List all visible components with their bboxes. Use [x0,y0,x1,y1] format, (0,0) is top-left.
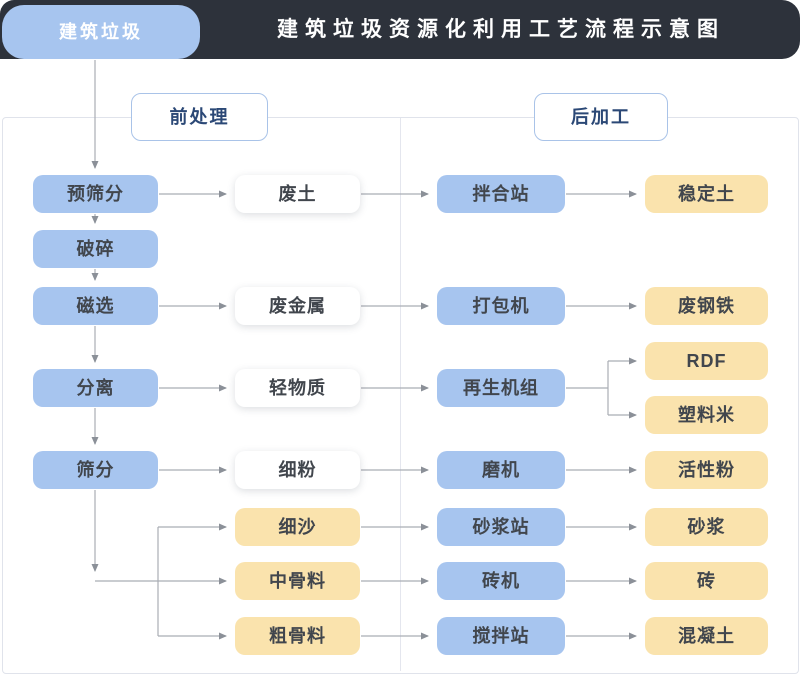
node-mixing-plant: 拌合站 [437,175,565,213]
node-baler: 打包机 [437,287,565,325]
flow-panel [2,117,799,674]
node-concrete-mixing-plant: 搅拌站 [437,617,565,655]
node-fine-powder: 细粉 [235,451,360,489]
node-rdf: RDF [645,342,768,380]
node-screening: 筛分 [33,451,158,489]
node-stabilized-soil: 稳定土 [645,175,768,213]
node-magnetic-separation: 磁选 [33,287,158,325]
node-medium-aggregate: 中骨料 [235,562,360,600]
node-plastic-pellets: 塑料米 [645,396,768,434]
node-waste-metal: 废金属 [235,287,360,325]
node-separation: 分离 [33,369,158,407]
node-fine-sand: 细沙 [235,508,360,546]
node-regeneration-unit: 再生机组 [437,369,565,407]
node-pre-screening: 预筛分 [33,175,158,213]
node-concrete: 混凝土 [645,617,768,655]
node-mortar-plant: 砂浆站 [437,508,565,546]
node-coarse-aggregate: 粗骨料 [235,617,360,655]
panel-divider [400,118,401,671]
node-brick: 砖 [645,562,768,600]
section-header-pre-processing: 前处理 [131,93,268,141]
node-light-material: 轻物质 [235,369,360,407]
diagram-title: 建筑垃圾资源化利用工艺流程示意图 [277,18,725,41]
node-mortar: 砂浆 [645,508,768,546]
node-mill: 磨机 [437,451,565,489]
node-scrap-steel: 废钢铁 [645,287,768,325]
node-waste-soil: 废土 [235,175,360,213]
source-tab-construction-waste: 建筑垃圾 [2,5,200,59]
node-crushing: 破碎 [33,230,158,268]
node-brick-machine: 砖机 [437,562,565,600]
section-header-post-processing: 后加工 [534,93,668,141]
node-active-powder: 活性粉 [645,451,768,489]
